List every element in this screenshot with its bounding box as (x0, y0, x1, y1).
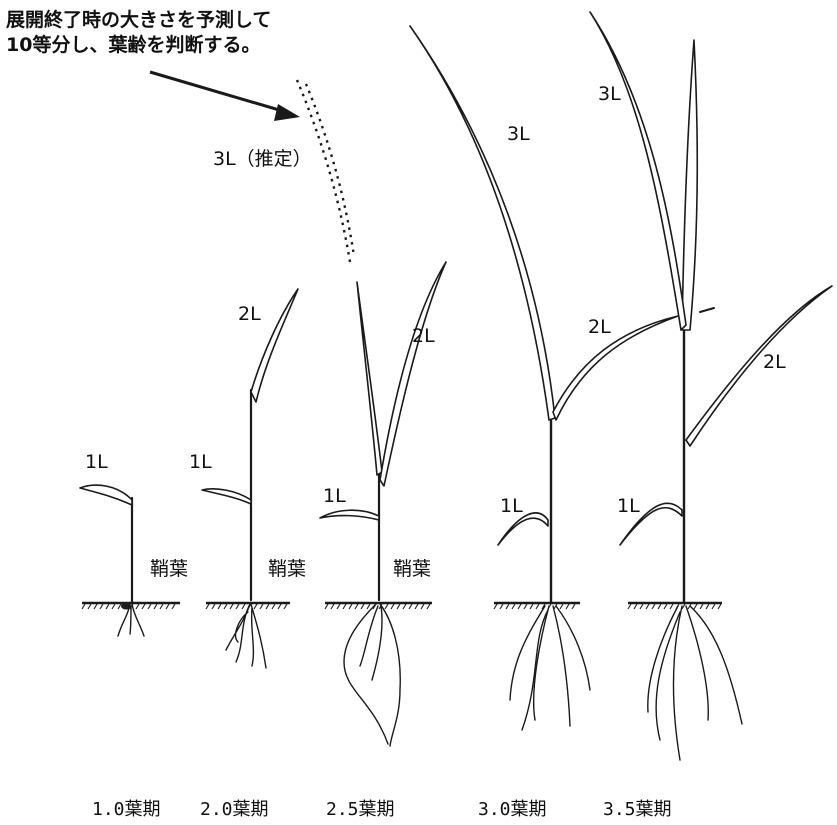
soil-hatch (670, 604, 673, 609)
soil-hatch (142, 604, 145, 609)
label-coleoptile-plant2: 鞘葉 (268, 558, 306, 580)
soil-hatch (403, 604, 406, 609)
soil-hatch (506, 604, 509, 609)
soil-hatch (530, 604, 533, 609)
soil-hatch (148, 604, 151, 609)
label-1l-plant1: 1L (85, 451, 108, 473)
soil-hatch (94, 604, 97, 609)
pointer-arrow (150, 72, 300, 121)
estimated-leaf-3l (297, 80, 354, 262)
soil-hatch (518, 604, 521, 609)
soil-hatch (712, 604, 715, 609)
soil-hatch (664, 604, 667, 609)
soil-hatch (355, 604, 358, 609)
soil-hatch (566, 604, 569, 609)
stage-label-1-0: 1.0葉期 (92, 799, 161, 820)
label-1l-plant2: 1L (189, 451, 212, 473)
soil-hatch (560, 604, 563, 609)
note-line-2: 10等分し、葉齢を判断する。 (6, 33, 260, 56)
label-coleoptile-plant3: 鞘葉 (393, 558, 431, 580)
soil-hatch (349, 604, 352, 609)
soil-hatch (536, 604, 539, 609)
stage-label-2-0: 2.0葉期 (200, 799, 269, 820)
plant-stage-3-0 (410, 26, 678, 730)
soil-hatch (260, 604, 263, 609)
soil-hatch (266, 604, 269, 609)
label-1l-plant4: 1L (500, 495, 523, 517)
soil-hatch (572, 604, 575, 609)
soil-hatch (212, 604, 215, 609)
soil-hatch (427, 604, 430, 609)
plant-stage-1-0 (80, 485, 144, 636)
label-2l-plant4: 2L (588, 316, 611, 338)
soil-hatch (367, 604, 370, 609)
soil-hatch (88, 604, 91, 609)
soil-hatch (646, 604, 649, 609)
soil-hatch (397, 604, 400, 609)
soil-hatch (640, 604, 643, 609)
label-3l-plant5: 3L (598, 83, 621, 105)
soil-hatch (136, 604, 139, 609)
soil-hatch (284, 604, 287, 609)
soil-hatch (82, 604, 85, 609)
soil-hatch (118, 604, 121, 609)
stage-label-2-5: 2.5葉期 (326, 799, 395, 820)
label-1l-plant5: 1L (617, 495, 640, 517)
stage-label-3-5: 3.5葉期 (603, 799, 672, 820)
stage-label-3-0: 3.0葉期 (478, 799, 547, 820)
soil-hatch (494, 604, 497, 609)
soil-hatch (700, 604, 703, 609)
soil-hatch (658, 604, 661, 609)
soil-hatch (694, 604, 697, 609)
soil-hatch (160, 604, 163, 609)
soil-hatch (325, 604, 328, 609)
soil-hatch (343, 604, 346, 609)
soil-hatch (166, 604, 169, 609)
note-line-1: 展開終了時の大きさを予測して (6, 8, 271, 31)
soil-hatch (409, 604, 412, 609)
estimated-leaf-label: 3L（推定） (213, 148, 312, 170)
soil-hatch (254, 604, 257, 609)
soil-hatch (628, 604, 631, 609)
soil-hatch (634, 604, 637, 609)
soil-hatch (385, 604, 388, 609)
soil-hatch (242, 604, 245, 609)
label-2l-plant5: 2L (763, 351, 786, 373)
label-coleoptile-plant1: 鞘葉 (150, 558, 188, 580)
label-2l-plant3: 2L (412, 325, 435, 347)
soil-hatch (172, 604, 175, 609)
soil-hatch (218, 604, 221, 609)
soil-hatch (652, 604, 655, 609)
soil-hatch (391, 604, 394, 609)
soil-line (82, 603, 722, 609)
soil-hatch (512, 604, 515, 609)
soil-hatch (100, 604, 103, 609)
soil-hatch (206, 604, 209, 609)
soil-hatch (524, 604, 527, 609)
soil-hatch (331, 604, 334, 609)
plant-stage-2-0 (202, 289, 298, 668)
soil-hatch (361, 604, 364, 609)
soil-hatch (500, 604, 503, 609)
soil-hatch (415, 604, 418, 609)
soil-hatch (224, 604, 227, 609)
soil-hatch (421, 604, 424, 609)
soil-hatch (278, 604, 281, 609)
label-2l-plant2: 2L (238, 303, 261, 325)
soil-hatch (272, 604, 275, 609)
soil-hatch (337, 604, 340, 609)
plant-stage-3-5 (590, 12, 832, 760)
soil-hatch (154, 604, 157, 609)
soil-hatch (236, 604, 239, 609)
soil-hatch (106, 604, 109, 609)
soil-hatch (230, 604, 233, 609)
soil-hatch (112, 604, 115, 609)
soil-hatch (706, 604, 709, 609)
soil-hatch (718, 604, 721, 609)
label-1l-plant3: 1L (323, 485, 346, 507)
label-3l-plant4: 3L (507, 123, 530, 145)
